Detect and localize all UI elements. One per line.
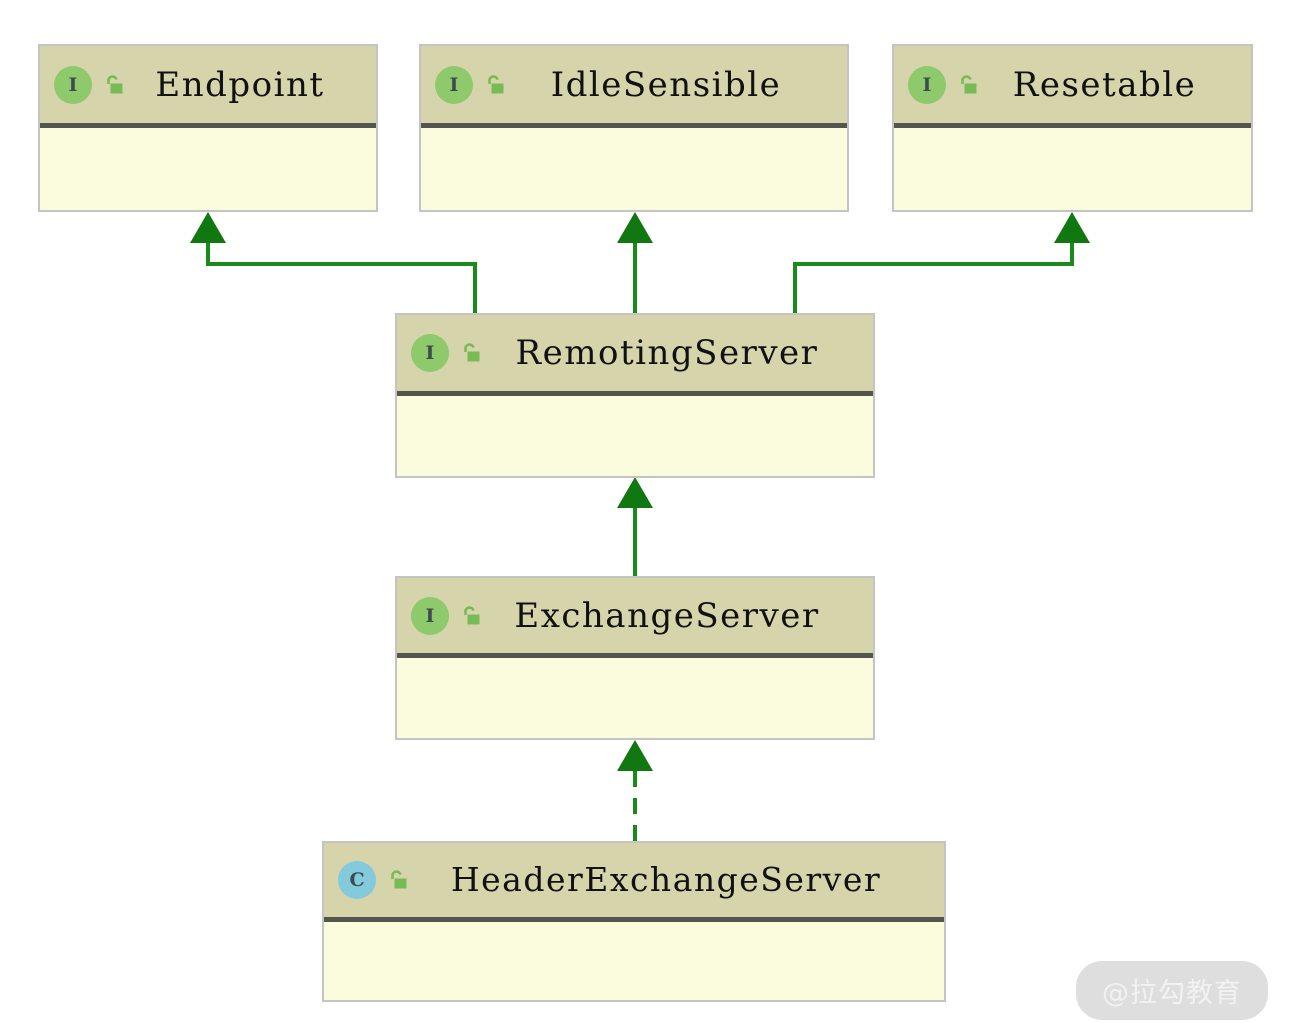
uml-node-title: IdleSensible	[550, 64, 782, 105]
uml-node-header: I IdleSensible	[421, 46, 847, 128]
uml-node-body	[40, 128, 376, 210]
uml-node-title: RemotingServer	[515, 332, 819, 373]
watermark: @拉勾教育	[1076, 961, 1268, 1020]
uml-node-idle-sensible[interactable]: I IdleSensible	[419, 44, 849, 212]
interface-badge-icon: I	[411, 333, 449, 372]
edge-remoting-extends-endpoint	[190, 212, 477, 313]
uml-node-body	[894, 128, 1251, 210]
edge-exchange-extends-remoting	[617, 477, 653, 576]
uml-node-title: ExchangeServer	[514, 595, 820, 636]
uml-node-title: Resetable	[1012, 64, 1197, 105]
interface-badge-icon: I	[435, 65, 473, 104]
uml-node-header: I RemotingServer	[397, 315, 873, 396]
uml-node-body	[397, 395, 873, 476]
uml-node-title: HeaderExchangeServer	[450, 860, 882, 900]
uml-node-header-exchange-server[interactable]: C HeaderExchangeServer	[322, 841, 946, 1002]
unlocked-padlock-icon	[488, 74, 504, 93]
uml-node-body	[397, 658, 873, 738]
uml-node-remoting-server[interactable]: I RemotingServer	[395, 313, 875, 478]
uml-node-header: I Resetable	[894, 46, 1251, 128]
interface-badge-icon: I	[54, 65, 92, 104]
uml-node-resetable[interactable]: I Resetable	[892, 44, 1253, 212]
uml-node-header: I ExchangeServer	[397, 578, 873, 658]
uml-node-endpoint[interactable]: I Endpoint	[38, 44, 378, 212]
uml-node-header: C HeaderExchangeServer	[324, 843, 944, 922]
interface-badge-icon: I	[411, 596, 449, 635]
uml-node-exchange-server[interactable]: I ExchangeServer	[395, 576, 875, 740]
class-badge-icon: C	[338, 860, 376, 899]
unlocked-padlock-icon	[391, 870, 407, 889]
unlocked-padlock-icon	[107, 74, 123, 93]
edge-header-implements-exchange	[617, 740, 653, 841]
edge-remoting-extends-idlesensible	[617, 212, 653, 313]
unlocked-padlock-icon	[464, 605, 480, 624]
unlocked-padlock-icon	[961, 74, 977, 93]
interface-badge-icon: I	[908, 65, 946, 104]
uml-node-title: Endpoint	[155, 64, 325, 105]
unlocked-padlock-icon	[464, 343, 480, 362]
uml-node-body	[421, 128, 847, 210]
uml-node-header: I Endpoint	[40, 46, 376, 128]
edge-remoting-extends-resetable	[793, 212, 1090, 313]
uml-node-body	[324, 921, 944, 1000]
